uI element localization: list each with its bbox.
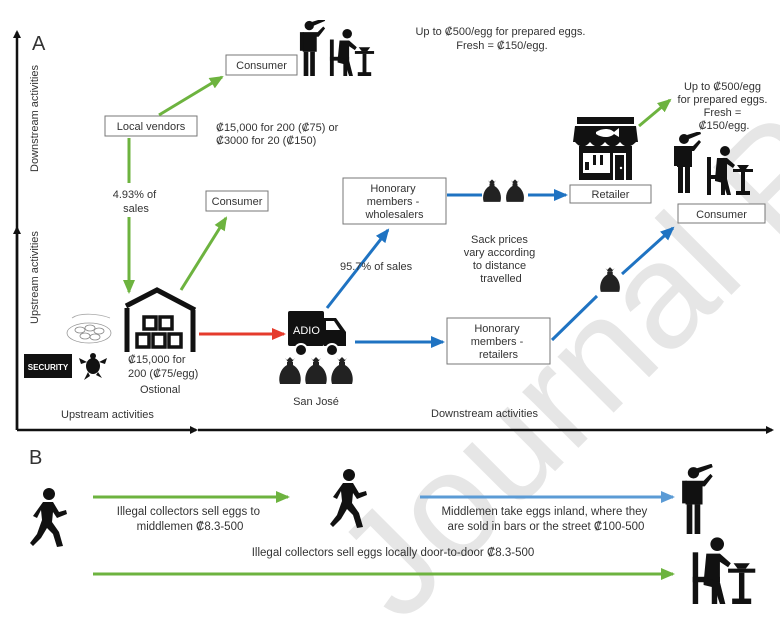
flow2-label: Middlemen take eggs inland, where they a… — [441, 506, 650, 533]
sack-prices-annotation: Sack prices vary according to distance t… — [464, 234, 539, 285]
panel-b-label: B — [29, 447, 42, 469]
sea-turtle-icon — [79, 353, 107, 380]
svg-text:Honorary members -: Honorary members - wholesalers — [364, 183, 424, 221]
svg-text:Consumer: Consumer — [212, 196, 263, 208]
security-badge: SECURITY — [24, 354, 72, 378]
sack-icon — [506, 179, 524, 202]
retailers-node: Honorary members - retailers — [446, 317, 551, 365]
y-axis-lower-label: Upstream activities — [29, 231, 41, 324]
arrow-ostional-to-consumer — [179, 216, 228, 291]
sack-icon — [483, 179, 501, 202]
right-price-annotation: Up to ₡500/egg for prepared eggs. Fresh … — [678, 81, 771, 132]
warehouse-icon — [124, 287, 197, 352]
vendor-share-annotation: 4.93% of sales — [113, 189, 159, 215]
retailer-node: Retailer — [569, 184, 652, 204]
dining-person-icon — [329, 28, 375, 76]
walking-person-icon — [30, 488, 67, 547]
svg-text:Consumer: Consumer — [236, 60, 287, 72]
ostional-label: Ostional — [140, 384, 180, 396]
x-axis-right-label: Downstream activities — [431, 408, 538, 420]
consumer-top-node: Consumer — [225, 54, 298, 76]
flow1-label: Illegal collectors sell eggs to middleme… — [117, 506, 263, 533]
drinking-person-icon — [299, 20, 326, 76]
svg-text:Consumer: Consumer — [696, 209, 747, 221]
panel-a-label: A — [32, 33, 46, 55]
arrow-vendors-to-consumer — [158, 75, 224, 117]
dining-person-icon — [692, 537, 756, 604]
y-axis-upper-label: Downstream activities — [29, 65, 41, 172]
sack-icon — [279, 357, 301, 384]
shop-icon — [573, 117, 638, 180]
arrow-sanjose-to-wholesalers — [325, 228, 390, 309]
arrow-retailers-segment — [550, 294, 599, 342]
san-jose-label: San José — [293, 396, 339, 408]
vendor-price-annotation: ₡15,000 for 200 (₡75) or ₡3000 for 20 (₡… — [216, 122, 341, 147]
drinking-person-icon — [682, 464, 713, 534]
consumer-mid-node: Consumer — [205, 190, 269, 212]
arrow-retailer-to-consumer — [638, 98, 672, 128]
sack-icon — [331, 357, 353, 384]
wholesalers-node: Honorary members - wholesalers — [342, 177, 447, 225]
svg-text:Local vendors: Local vendors — [117, 121, 186, 133]
nest-eggs-icon — [66, 313, 112, 344]
flow3-label: Illegal collectors sell eggs locally doo… — [252, 547, 535, 559]
top-price-annotation: Up to ₡500/egg for prepared eggs. Fresh … — [415, 26, 588, 52]
wholesale-share-annotation: 95.7% of sales — [340, 261, 413, 273]
sack-icon — [305, 357, 327, 384]
svg-text:Honorary members -: Honorary members - retailers — [471, 323, 527, 361]
svg-text:ADIO: ADIO — [293, 325, 320, 337]
svg-text:SECURITY: SECURITY — [28, 363, 69, 372]
truck-icon: ADIO — [288, 311, 346, 357]
consumer-right-node: Consumer — [677, 203, 766, 224]
arrow-retailers-to-consumer — [620, 226, 675, 276]
local-vendors-node: Local vendors — [104, 115, 198, 137]
x-axis-left-label: Upstream activities — [61, 409, 154, 421]
svg-text:Retailer: Retailer — [592, 189, 630, 201]
ostional-price-annotation: ₡15,000 for 200 (₡75/egg) — [128, 354, 198, 380]
